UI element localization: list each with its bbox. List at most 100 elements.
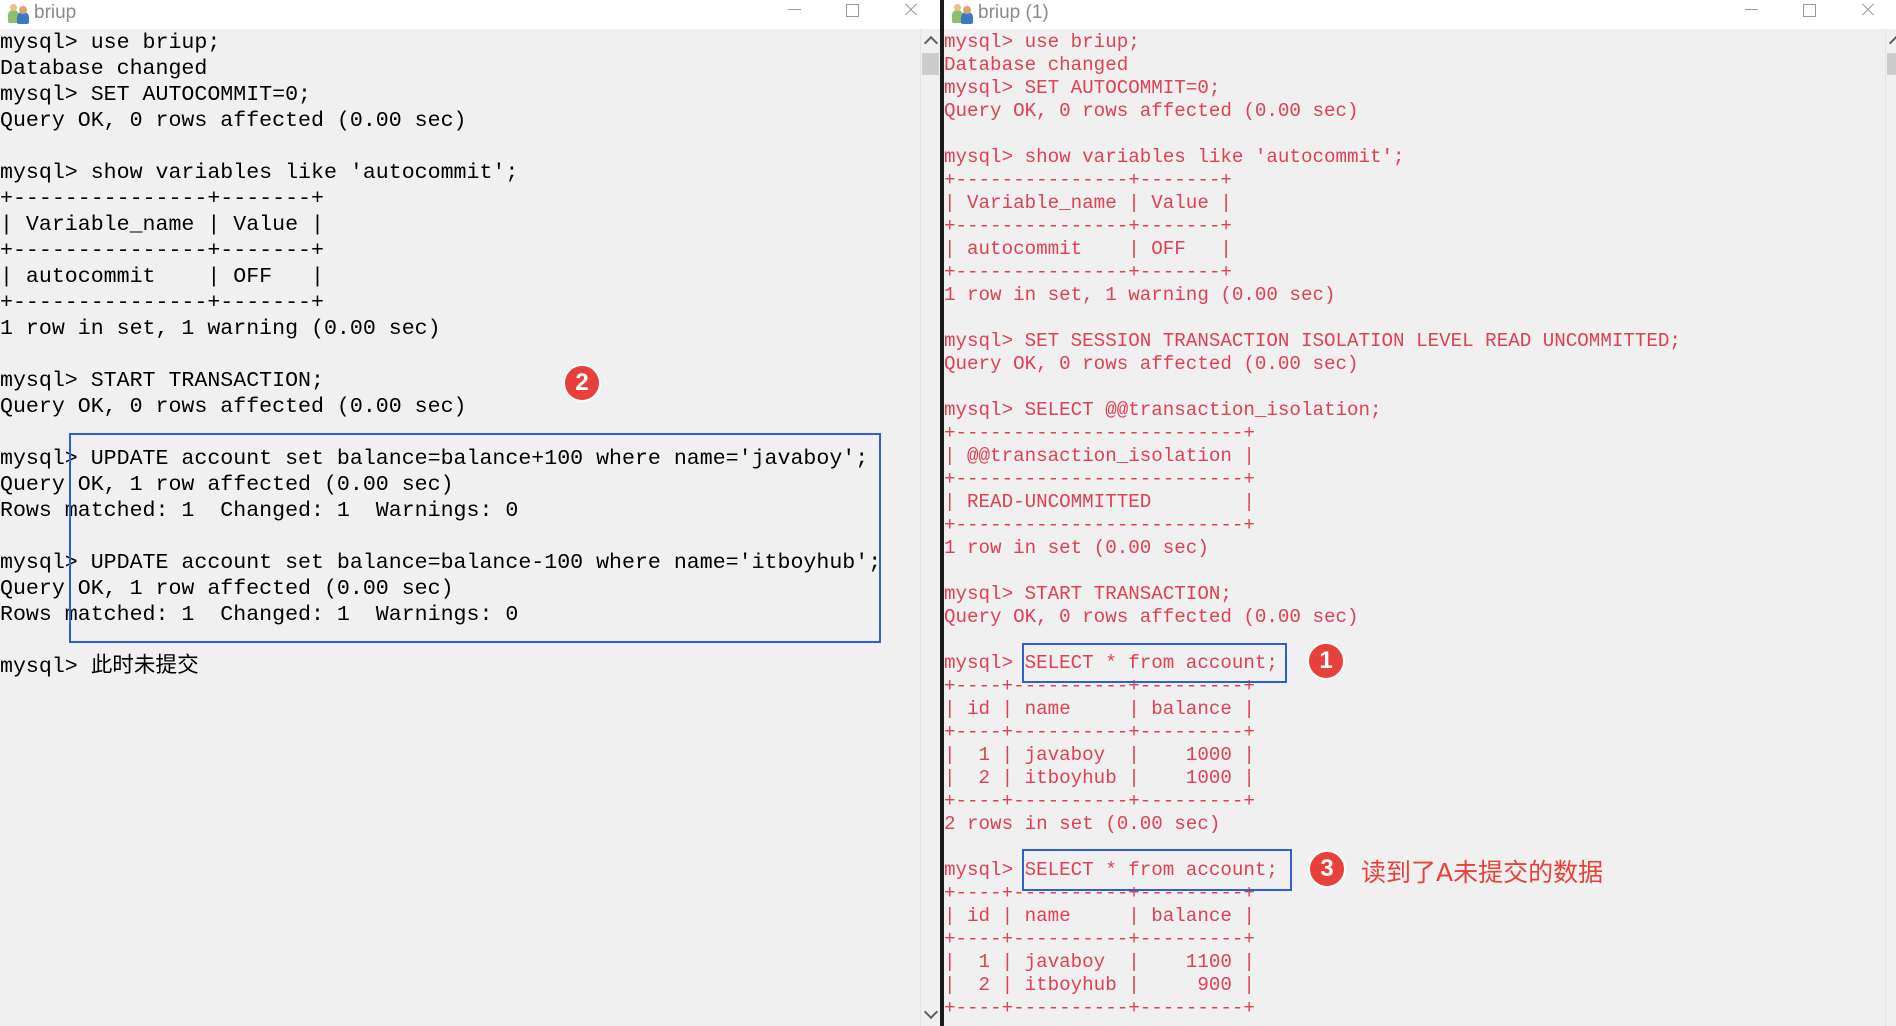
minimize-button[interactable] [771, 0, 817, 29]
highlight-box-updates [69, 433, 881, 643]
console-line: mysql> show variables like 'autocommit'; [0, 161, 519, 185]
console-line: 1 row in set, 1 warning (0.00 sec) [944, 284, 1336, 306]
highlight-box-select-1 [1022, 643, 1287, 683]
console-line: | 1 | javaboy | 1100 | [944, 951, 1255, 973]
console-line: +----+----------+---------+ [944, 721, 1255, 743]
console-line: mysql> use briup; [944, 31, 1140, 53]
window-title: briup [34, 2, 77, 23]
step-badge-1: 1 [1307, 642, 1345, 680]
close-button[interactable] [1844, 0, 1890, 29]
users-icon [952, 4, 974, 24]
console-line: Query OK, 1 row affected (0.00 sec) [0, 473, 454, 497]
console-line: | 2 | itboyhub | 900 | [944, 974, 1255, 996]
console-line: +---------------+-------+ [0, 187, 324, 211]
console-line: mysql> START TRANSACTION; [944, 583, 1232, 605]
console-line: 1 row in set, 1 warning (0.00 sec) [0, 317, 441, 341]
console-line: mysql> UPDATE account set balance=balanc… [0, 551, 882, 575]
title-bar[interactable]: briup [0, 0, 940, 29]
console-line: | Variable_name | Value | [944, 192, 1232, 214]
console-line: | READ-UNCOMMITTED | [944, 491, 1255, 513]
console-line: Query OK, 0 rows affected (0.00 sec) [944, 606, 1359, 628]
console-line [944, 123, 1681, 146]
console-line: mysql> use briup; [0, 31, 221, 55]
console-line: +-------------------------+ [944, 514, 1255, 536]
console-line: | id | name | balance | [944, 698, 1255, 720]
console-line [0, 134, 881, 160]
console-line: | 1 | javaboy | 1000 | [944, 744, 1255, 766]
console-line: | autocommit | OFF | [944, 238, 1232, 260]
console-line: +----+----------+---------+ [944, 675, 1255, 697]
window-divider [940, 0, 944, 1026]
window-title: briup (1) [978, 2, 1049, 23]
console-line: +---------------+-------+ [0, 291, 324, 315]
console-line: Query OK, 0 rows affected (0.00 sec) [0, 109, 467, 133]
console-line: +-------------------------+ [944, 422, 1255, 444]
scroll-up-icon[interactable] [1888, 35, 1896, 51]
console-line: Rows matched: 1 Changed: 1 Warnings: 0 [0, 603, 519, 627]
console-line: mysql> SET AUTOCOMMIT=0; [944, 77, 1221, 99]
close-button[interactable] [887, 0, 933, 29]
console-line: | id | name | balance | [944, 905, 1255, 927]
console-line: mysql> 此时未提交 [0, 655, 199, 679]
minimize-icon [1745, 9, 1758, 10]
highlight-box-select-3 [1022, 849, 1292, 891]
title-bar[interactable]: briup (1) [944, 0, 1896, 29]
console-line: Query OK, 1 row affected (0.00 sec) [0, 577, 454, 601]
console-line: Database changed [944, 54, 1129, 76]
console-line: +---------------+-------+ [944, 261, 1232, 283]
console-line: 1 row in set (0.00 sec) [944, 537, 1209, 559]
console-line: | Variable_name | Value | [0, 213, 324, 237]
scroll-thumb[interactable] [922, 53, 939, 75]
console-line: +----+----------+---------+ [944, 997, 1255, 1019]
console-line [944, 307, 1681, 330]
console-line: mysql> SELECT * from account; [944, 652, 1278, 674]
step-badge-3: 3 [1308, 850, 1346, 888]
console-line [0, 342, 881, 368]
console-line: +---------------+-------+ [0, 239, 324, 263]
step-badge-2: 2 [563, 364, 601, 402]
maximize-button[interactable] [829, 0, 875, 29]
console-line: mysql> SET AUTOCOMMIT=0; [0, 83, 312, 107]
console-line: mysql> START TRANSACTION; [0, 369, 324, 393]
console-line [944, 560, 1681, 583]
vertical-scrollbar[interactable] [1885, 29, 1896, 1026]
console-line: +----+----------+---------+ [944, 790, 1255, 812]
console-line: Database changed [0, 57, 208, 81]
console-line: mysql> SELECT @@transaction_isolation; [944, 399, 1382, 421]
users-icon [8, 4, 30, 24]
console-line: 2 rows in set (0.00 sec) [944, 813, 1221, 835]
console-line: mysql> show variables like 'autocommit'; [944, 146, 1405, 168]
scroll-up-icon[interactable] [923, 35, 939, 51]
console-line: +---------------+-------+ [944, 169, 1232, 191]
console-line: +----+----------+---------+ [944, 882, 1255, 904]
vertical-scrollbar[interactable] [920, 29, 940, 1026]
maximize-icon [1803, 4, 1816, 17]
console-line [944, 376, 1681, 399]
scroll-down-icon[interactable] [923, 1004, 939, 1020]
console-line: | autocommit | OFF | [0, 265, 324, 289]
console-line: Query OK, 0 rows affected (0.00 sec) [944, 353, 1359, 375]
minimize-button[interactable] [1728, 0, 1774, 29]
console-line: +-------------------------+ [944, 468, 1255, 490]
console-line: +---------------+-------+ [944, 215, 1232, 237]
annotation-note: 读到了A未提交的数据 [1361, 858, 1604, 887]
maximize-button[interactable] [1786, 0, 1832, 29]
console-line: mysql> UPDATE account set balance=balanc… [0, 447, 869, 471]
console-line: +----+----------+---------+ [944, 928, 1255, 950]
console-line: | @@transaction_isolation | [944, 445, 1255, 467]
console-line: Query OK, 0 rows affected (0.00 sec) [944, 100, 1359, 122]
console-line: | 2 | itboyhub | 1000 | [944, 767, 1255, 789]
console-line: Rows matched: 1 Changed: 1 Warnings: 0 [0, 499, 519, 523]
minimize-icon [788, 9, 801, 10]
mysql-window-right: briup (1) mysql> use briup;Database chan… [944, 0, 1896, 1026]
console-line: mysql> SET SESSION TRANSACTION ISOLATION… [944, 330, 1681, 352]
console-line: Query OK, 0 rows affected (0.00 sec) [0, 395, 467, 419]
console-line: mysql> SELECT * from account; [944, 859, 1278, 881]
maximize-icon [846, 4, 859, 17]
scroll-thumb[interactable] [1887, 53, 1896, 75]
